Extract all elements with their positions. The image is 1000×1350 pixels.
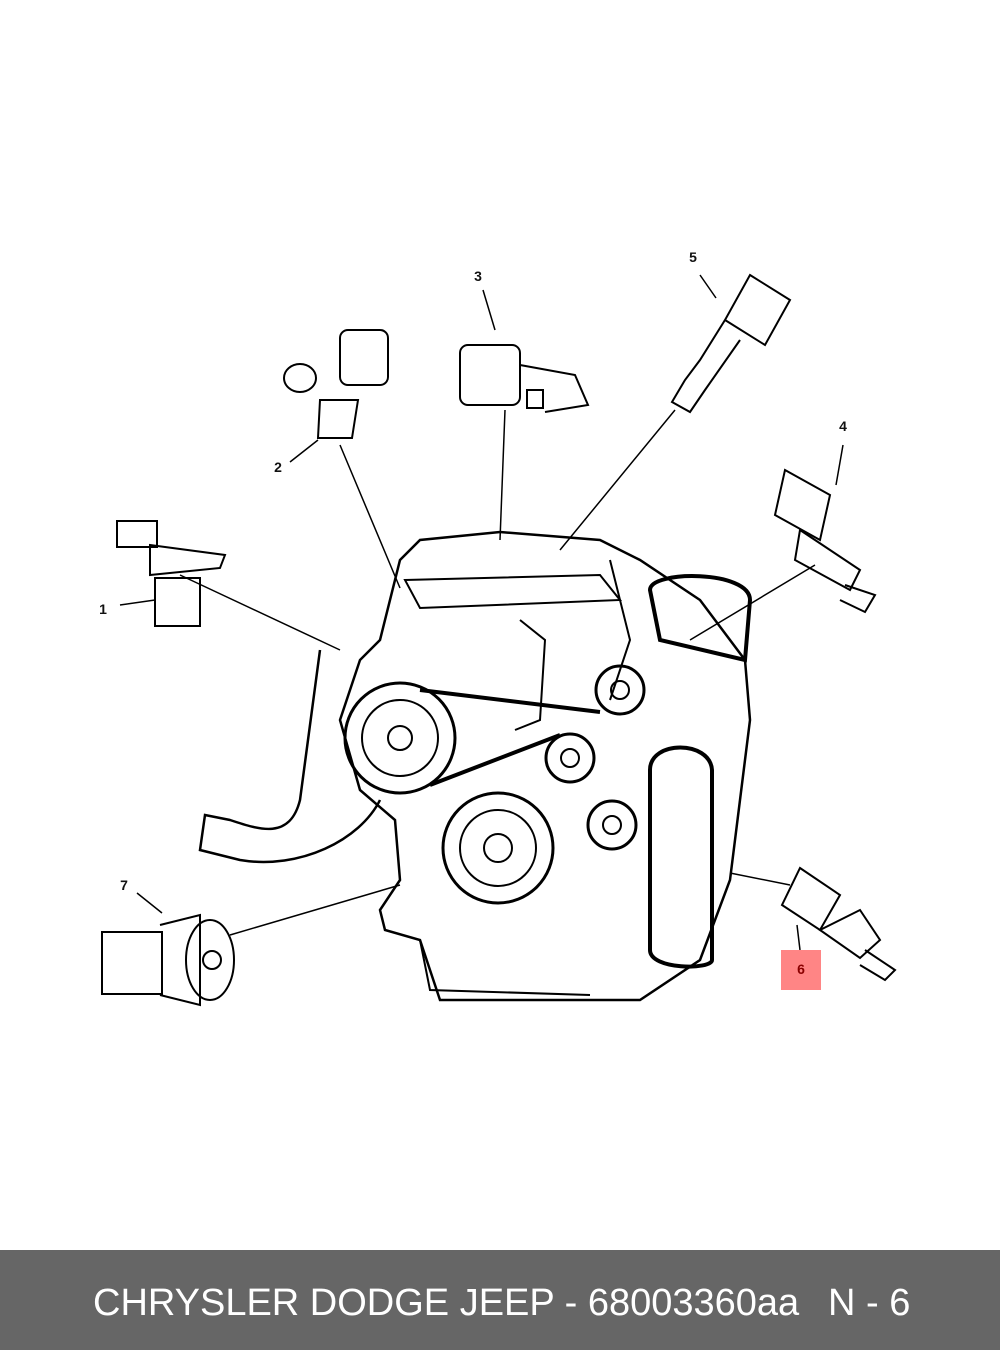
sensor-6 [780,866,897,982]
engine-sensor-diagram [101,273,897,1007]
engine-block [338,530,752,1002]
part-title: CHRYSLER DODGE JEEP - 68003360aa [93,1282,800,1324]
callout-7: 7 [120,877,128,893]
callout-4: 4 [839,418,847,434]
callout-3: 3 [474,268,482,284]
sensor-4 [773,468,877,614]
intake-tube [198,649,382,864]
callout-5: 5 [689,249,697,265]
sensor-5 [670,273,792,414]
callout-6: 6 [797,961,805,977]
leader-lines [119,274,844,951]
highlighted-callout-6: 6 [781,950,821,990]
sensor-3 [459,344,590,413]
sensor-1 [116,520,227,627]
pulleys [343,574,753,969]
sensor-2 [283,329,389,439]
part-position: N - 6 [828,1282,911,1324]
footer-bar: CHRYSLER DODGE JEEP - 68003360aa N - 6 [0,1250,1000,1350]
callout-1: 1 [99,601,107,617]
sensor-7 [101,913,235,1007]
callout-2: 2 [274,459,282,475]
